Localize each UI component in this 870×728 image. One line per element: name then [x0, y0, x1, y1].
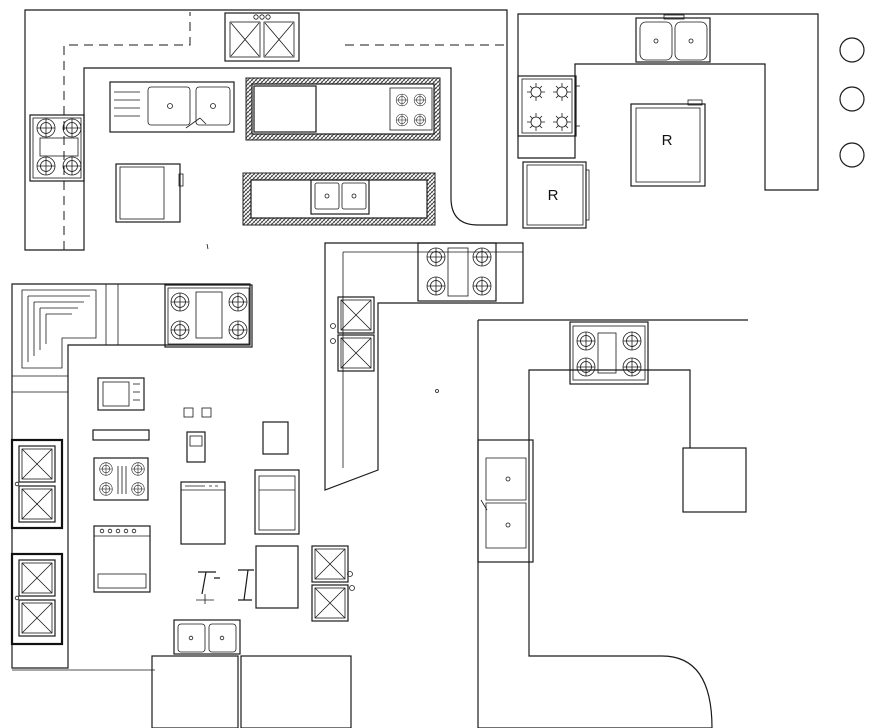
wall-cabinet-dashed: [63, 12, 191, 250]
counter-outline-br: [477, 319, 748, 728]
double-sink-bl-2: [10, 552, 64, 646]
dishwasher: [180, 481, 226, 545]
wall-line-bl: [12, 375, 155, 671]
stool-3: [839, 142, 865, 168]
stool-1: [839, 37, 865, 63]
gas-cooktop-tr: [517, 75, 580, 137]
small-cabinet: [262, 421, 289, 455]
small-switches: [183, 407, 212, 463]
cooktop-mid: [417, 242, 497, 302]
double-sink-tr: [635, 14, 711, 63]
trash-compactor: [254, 469, 300, 535]
corner-shelves: [21, 284, 119, 369]
plan-angled-corner: [324, 242, 524, 491]
island-counter-br: [682, 447, 747, 513]
appliance-microwave: [97, 377, 145, 411]
sink-drainboard: [109, 81, 235, 133]
counter-outline: [24, 9, 508, 251]
plan-u-kitchen: [24, 9, 508, 251]
appliance-oven: [93, 525, 151, 593]
double-sink-br: [477, 439, 534, 563]
stray-tick: [206, 243, 209, 250]
hatched-island-sink: [242, 172, 436, 226]
cooktop-bl: [164, 284, 253, 348]
counter-outline-tr: [517, 13, 819, 191]
range-br: [569, 321, 649, 385]
island-left: [151, 655, 239, 728]
island-right: [240, 655, 352, 728]
corner-sinks-bl: [311, 545, 355, 622]
plan-l-kitchen: [10, 283, 355, 728]
stray-mark: [435, 389, 439, 393]
refrigerator-a: R: [522, 161, 590, 229]
faucets: [196, 569, 254, 604]
cabinet-box: [255, 545, 299, 609]
double-sink-top: [224, 12, 300, 62]
counter-outline-mid: [324, 242, 524, 491]
cooktop-left: [29, 114, 85, 182]
appliance-shelf: [92, 429, 150, 441]
plan-large-kitchen: [477, 319, 748, 728]
appliance-cooktop-small: [93, 457, 149, 501]
stool-2: [839, 86, 865, 112]
corner-sink-mid: [330, 296, 375, 372]
plan-top-right: R R: [517, 13, 865, 229]
double-sink-bottom: [173, 619, 241, 655]
double-sink-bl-1: [10, 438, 64, 530]
hatched-counter-range: [245, 77, 441, 141]
counter-outline-bl: [11, 283, 251, 669]
refrigerator-box-left: [115, 163, 184, 223]
refrigerator-b: R: [630, 99, 706, 187]
refrigerator-b-label: R: [662, 132, 673, 149]
refrigerator-a-label: R: [548, 187, 559, 204]
